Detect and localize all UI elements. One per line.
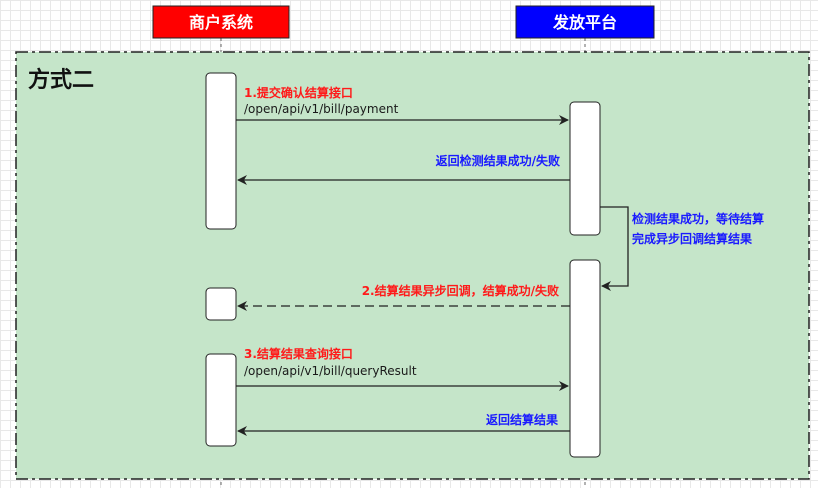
self-note-line-2: 完成异步回调结算结果 bbox=[632, 231, 752, 246]
message-2-title: 2.结算结果异步回调，结算成功/失败 bbox=[362, 283, 559, 298]
reply-1-title: 返回检测结果成功/失败 bbox=[436, 153, 560, 168]
message-3-title: 3.结算结果查询接口 bbox=[244, 346, 353, 361]
frame-title: 方式二 bbox=[28, 67, 94, 93]
merchant-activation-1 bbox=[205, 72, 237, 230]
self-message-arrow bbox=[600, 206, 629, 291]
merchant-activation-2 bbox=[205, 287, 237, 321]
message-3-path: /open/api/v1/bill/queryResult bbox=[244, 364, 417, 378]
merchant-activation-3 bbox=[205, 353, 237, 447]
platform-activation-1 bbox=[569, 101, 601, 236]
platform-activation-2 bbox=[569, 259, 601, 458]
merchant-header-label: 商户系统 bbox=[189, 13, 253, 32]
reply-3-title: 返回结算结果 bbox=[486, 412, 558, 427]
self-note-line-1: 检测结果成功，等待结算 bbox=[632, 211, 764, 226]
platform-header-label: 发放平台 bbox=[552, 13, 617, 32]
frame-box bbox=[15, 51, 810, 480]
merchant-header-box[interactable] bbox=[152, 5, 290, 39]
message-1-title: 1.提交确认结算接口 bbox=[244, 85, 353, 100]
platform-header-box[interactable] bbox=[515, 5, 655, 39]
message-1-path: /open/api/v1/bill/payment bbox=[244, 102, 399, 116]
